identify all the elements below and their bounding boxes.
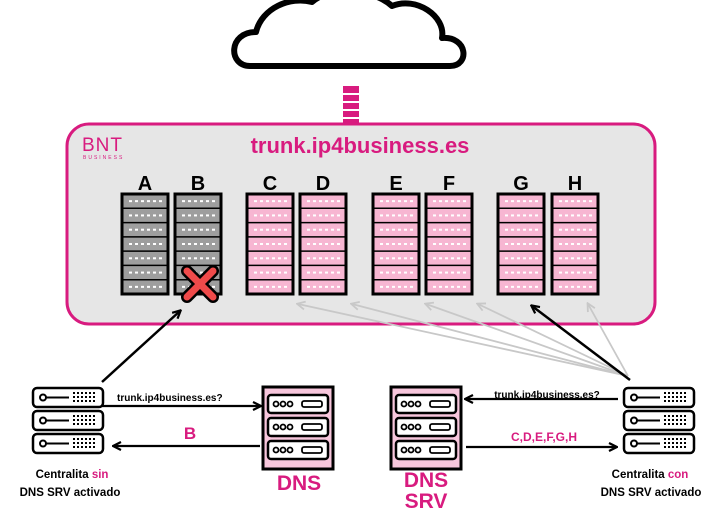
pbx-unit	[31, 386, 105, 409]
dns-unit	[394, 416, 458, 438]
pbx-unit	[622, 409, 696, 432]
right-query-label: trunk.ip4business.es?	[494, 390, 600, 401]
right-answer-label: C,D,E,F,G,H	[511, 430, 577, 444]
server-e: E	[371, 173, 421, 296]
dns-srv-server-icon	[389, 385, 463, 471]
cloud-link	[343, 86, 359, 126]
server-label: C	[263, 173, 277, 195]
cloud-icon	[231, 0, 467, 69]
pbx-unit	[622, 432, 696, 455]
left-pbx-label-line2: DNS SRV activado	[20, 487, 121, 499]
server-label: B	[191, 173, 205, 195]
dns-srv-label-line2: SRV	[405, 490, 448, 513]
pbx-unit	[622, 386, 696, 409]
server-g: G	[496, 173, 546, 296]
server-label: E	[389, 173, 402, 195]
server-label: A	[138, 173, 152, 195]
server-d: D	[298, 173, 348, 296]
trunk-title: trunk.ip4business.es	[251, 133, 470, 158]
dns-unit	[394, 439, 458, 461]
pbx-unit	[31, 432, 105, 455]
left-answer-label: B	[184, 424, 196, 443]
right-pbx-label-line2: DNS SRV activado	[601, 487, 702, 499]
dns-label: DNS	[277, 472, 321, 495]
dns-srv-label-line1: DNS	[404, 469, 448, 492]
right-pbx-to-g-arrow	[532, 306, 631, 381]
right-pbx-label: Centralita con	[612, 469, 689, 481]
dns-unit	[266, 393, 330, 415]
dns-unit	[266, 439, 330, 461]
server-label: H	[568, 173, 582, 195]
server-b: B	[173, 173, 223, 303]
server-h: H	[550, 173, 600, 296]
brand-logo: BNT	[82, 135, 123, 156]
server-group: A B C D E F G H	[120, 173, 600, 303]
failure-x-icon	[181, 265, 219, 303]
server-f: F	[424, 173, 474, 296]
left-pbx-icon	[31, 386, 105, 455]
brand-subtitle: BUSINESS	[83, 155, 124, 161]
server-label: F	[443, 173, 455, 195]
server-label: G	[513, 173, 529, 195]
dns-server-icon	[261, 385, 335, 471]
left-query-label: trunk.ip4business.es?	[117, 393, 223, 404]
server-c: C	[245, 173, 295, 296]
server-a: A	[120, 173, 170, 296]
pbx-unit	[31, 409, 105, 432]
right-pbx-icon	[622, 386, 696, 455]
dns-unit	[394, 393, 458, 415]
left-pbx-to-b-arrow	[101, 311, 180, 383]
server-label: D	[316, 173, 330, 195]
dns-unit	[266, 416, 330, 438]
left-pbx-label: Centralita sin	[36, 469, 109, 481]
srv-alternate-arrows	[298, 304, 629, 377]
